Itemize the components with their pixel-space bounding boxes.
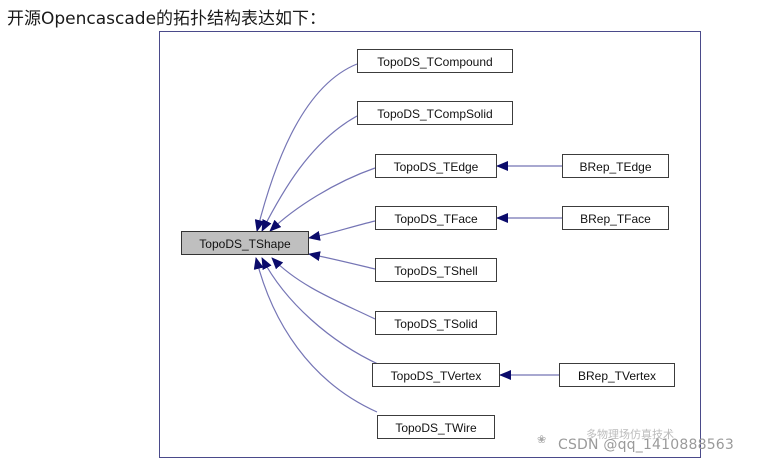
node-topods-tshape: TopoDS_TShape xyxy=(181,231,309,255)
node-topods-tsolid: TopoDS_TSolid xyxy=(375,311,497,335)
watermark-author: CSDN @qq_1410888563 xyxy=(558,437,735,453)
edge-tvertex xyxy=(261,257,381,366)
node-brep-tvertex: BRep_TVertex xyxy=(559,363,675,387)
watermark-brand: 多物理场仿真技术 xyxy=(586,428,674,441)
page-heading: 开源Opencascade的拓扑结构表达如下： xyxy=(7,9,327,29)
node-topods-tface: TopoDS_TFace xyxy=(375,206,497,230)
node-topods-twire: TopoDS_TWire xyxy=(377,415,495,439)
node-brep-tface: BRep_TFace xyxy=(562,206,669,230)
edge-tshell xyxy=(308,251,376,270)
node-topods-tshell: TopoDS_TShell xyxy=(375,258,497,282)
edge-tcompsolid xyxy=(261,115,358,232)
node-topods-tvertex: TopoDS_TVertex xyxy=(372,363,500,387)
edge-tedge xyxy=(269,167,376,232)
diagram-edges xyxy=(253,63,562,413)
node-topods-tcompound: TopoDS_TCompound xyxy=(357,49,513,73)
edge-tface xyxy=(308,220,376,241)
node-topods-tedge: TopoDS_TEdge xyxy=(375,154,497,178)
node-brep-tedge: BRep_TEdge xyxy=(562,154,669,178)
edge-tsolid xyxy=(271,257,376,320)
edge-tcompound xyxy=(254,63,358,232)
node-topods-tcompsolid: TopoDS_TCompSolid xyxy=(357,101,513,125)
edge-twire xyxy=(253,257,378,413)
watermark-flower-icon: ❀ xyxy=(537,433,547,446)
inheritance-diagram: TopoDS_TShape TopoDS_TCompound TopoDS_TC… xyxy=(159,31,701,458)
